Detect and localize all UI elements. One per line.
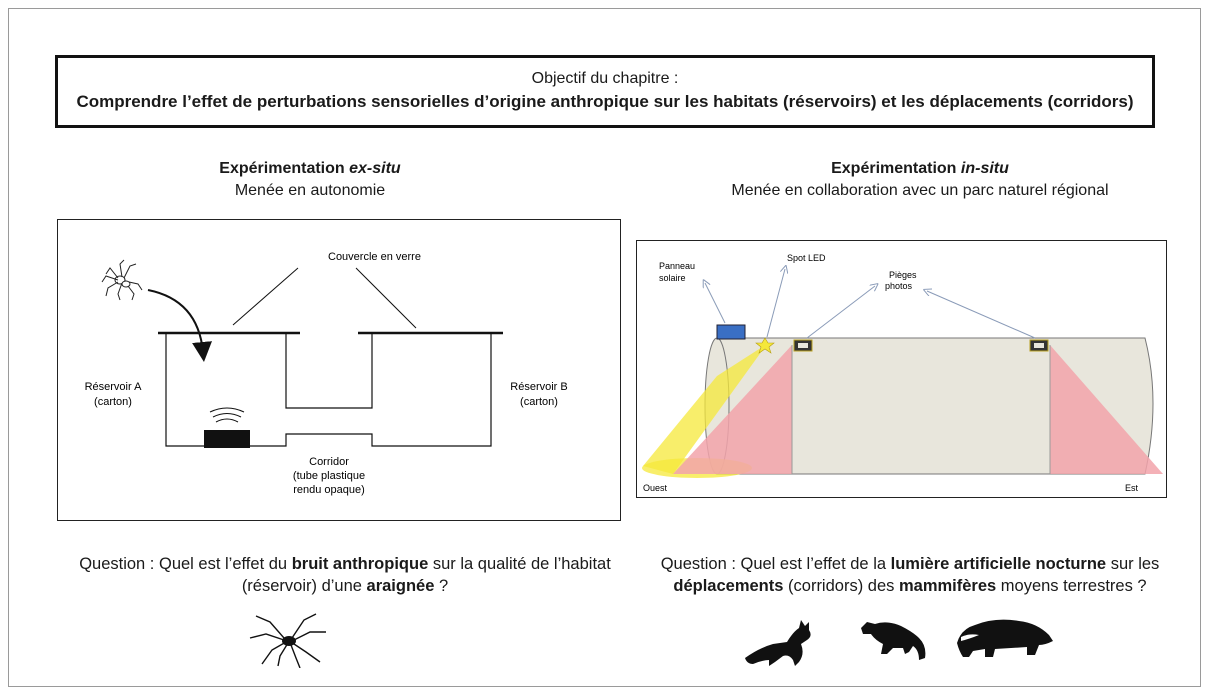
exsitu-title-prefix: Expérimentation [219, 160, 350, 177]
sun-icon [755, 337, 775, 354]
spider-icon [101, 259, 143, 301]
insitu-question-part-2: sur les [1106, 555, 1160, 573]
insitu-question-part-4: moyens terrestres ? [996, 577, 1147, 595]
fox-icon [745, 620, 811, 666]
lid-label: Couvercle en verre [328, 251, 421, 263]
objective-text: Comprendre l’effet de perturbations sens… [76, 92, 1134, 111]
east-label: Est [1125, 483, 1139, 493]
badger-icon [957, 619, 1053, 657]
insitu-diagram: Panneau solaire Spot LED Pièges photos O… [636, 240, 1167, 498]
insitu-subtitle: Menée en collaboration avec un parc natu… [731, 182, 1109, 199]
exsitu-question: Question : Quel est l’effet du bruit ant… [60, 553, 630, 597]
exsitu-subtitle: Menée en autonomie [234, 182, 386, 199]
camera-cone-east [1050, 345, 1163, 474]
insitu-diagram-svg: Panneau solaire Spot LED Pièges photos O… [642, 253, 1163, 493]
insitu-question-bold-2: déplacements [673, 577, 784, 595]
insitu-heading: Expérimentation in-situ Menée en collabo… [670, 158, 1170, 202]
solar-panel-icon [716, 324, 746, 340]
exsitu-question-part-3: ? [434, 577, 449, 595]
camera-icon-east [1029, 339, 1049, 352]
exsitu-question-bold-1: bruit anthropique [291, 555, 429, 573]
objective-box: Objectif du chapitre : Comprendre l’effe… [55, 55, 1155, 128]
exsitu-title-em: ex-situ [349, 160, 401, 177]
exsitu-diagram: Couvercle en verre Réservoir A (carton) … [57, 219, 621, 521]
corridor-label-3: rendu opaque) [293, 484, 365, 496]
west-label: Ouest [643, 483, 668, 493]
insitu-title-prefix: Expérimentation [831, 160, 961, 177]
camera-cone-west [673, 345, 792, 474]
spot-label: Spot LED [787, 253, 826, 263]
solar-panel-label-1: Panneau [659, 261, 695, 271]
exsitu-question-bold-2: araignée [366, 577, 435, 595]
marten-icon [861, 622, 926, 660]
exsitu-question-part-2: sur la qualité de l’habitat (réservoir) … [241, 555, 611, 595]
insitu-title: Expérimentation in-situ [670, 158, 1170, 180]
insitu-question-bold-1: lumière artificielle nocturne [890, 555, 1107, 573]
reservoir-b-label-2: (carton) [520, 396, 558, 408]
insitu-question-part-1: Question : Quel est l’effet de la [660, 555, 891, 573]
reservoir-a-label-1: Réservoir A [85, 381, 143, 393]
exsitu-diagram-svg: Couvercle en verre Réservoir A (carton) … [85, 251, 568, 496]
speaker-icon [204, 407, 250, 448]
corridor-label-1: Corridor [309, 456, 349, 468]
traps-label-1: Pièges [889, 270, 917, 280]
reservoir-b-label-1: Réservoir B [510, 381, 567, 393]
insitu-question: Question : Quel est l’effet de la lumièr… [630, 553, 1190, 597]
figure-frame [8, 8, 1201, 687]
camera-icon [793, 339, 813, 352]
reservoir-a-label-2: (carton) [94, 396, 132, 408]
exsitu-title: Expérimentation ex-situ [150, 158, 470, 180]
solar-panel-label-2: solaire [659, 273, 686, 283]
light-beam [643, 344, 767, 474]
objective-title: Objectif du chapitre : [531, 70, 679, 87]
insitu-question-part-3: (corridors) des [783, 577, 899, 595]
insitu-question-bold-3: mammifères [898, 577, 997, 595]
corridor-label-2: (tube plastique [293, 470, 365, 482]
exsitu-question-part-1: Question : Quel est l’effet du [79, 555, 292, 573]
spider-icon [249, 613, 326, 668]
insitu-title-em: in-situ [960, 160, 1009, 177]
exsitu-heading: Expérimentation ex-situ Menée en autonom… [150, 158, 470, 202]
traps-label-2: photos [885, 281, 913, 291]
